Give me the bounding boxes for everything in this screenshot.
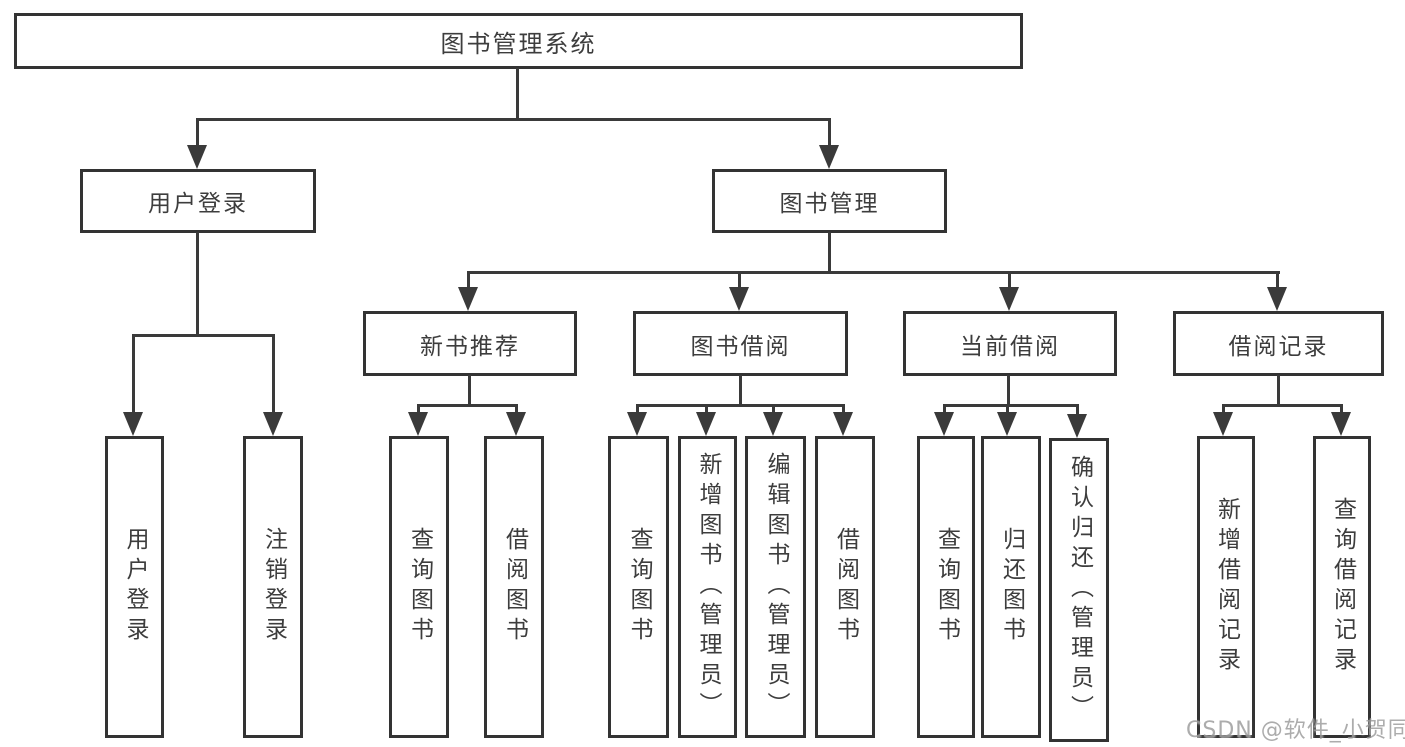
node-book-borrowing: 图书借阅 (633, 311, 848, 376)
connector-vertical (1076, 404, 1079, 416)
connector-vertical (196, 118, 199, 148)
arrow-down-icon (763, 412, 783, 436)
leaf-bb-borrow-books: 借阅图书 (815, 436, 875, 738)
arrow-down-icon (458, 287, 478, 311)
node-label: 查询图书 (626, 527, 652, 647)
node-label: 借阅图书 (501, 527, 528, 647)
node-label: 确认归还（管理员） (1066, 455, 1093, 725)
node-label: 图书借阅 (690, 333, 791, 360)
connector-vertical (828, 118, 831, 148)
node-new-book-recommendation: 新书推荐 (363, 311, 577, 376)
leaf-bb-query-books: 查询图书 (608, 436, 669, 738)
node-label: 查询图书 (933, 527, 960, 647)
connector-horizontal (417, 404, 518, 407)
arrow-down-icon (1267, 287, 1287, 311)
connector-vertical (705, 404, 708, 416)
node-label: 借阅图书 (832, 527, 859, 647)
connector-vertical (1008, 271, 1011, 289)
arrow-down-icon (999, 287, 1019, 311)
connector-vertical (1340, 404, 1343, 416)
connector-vertical (828, 232, 831, 273)
arrow-down-icon (263, 412, 283, 436)
node-label: 新书推荐 (420, 333, 520, 360)
connector-vertical (468, 375, 471, 406)
node-label: 当前借阅 (960, 333, 1060, 360)
arrow-down-icon (506, 412, 526, 436)
connector-horizontal (196, 118, 831, 121)
connector-vertical (516, 68, 519, 120)
connector-vertical (772, 404, 775, 416)
leaf-bb-add-books-admin: 新增图书（管理员） (678, 436, 737, 738)
node-label: 编辑图书（管理员） (763, 452, 789, 722)
leaf-br-query-record: 查询借阅记录 (1313, 436, 1371, 738)
connector-vertical (272, 334, 275, 414)
connector-vertical (739, 375, 742, 406)
leaf-nb-borrow-books: 借阅图书 (484, 436, 544, 738)
leaf-br-add-record: 新增借阅记录 (1197, 436, 1255, 738)
arrow-down-icon (1213, 412, 1233, 436)
node-label: 借阅记录 (1228, 333, 1329, 360)
arrow-down-icon (408, 412, 428, 436)
node-label: 归还图书 (998, 527, 1025, 647)
leaf-bb-edit-books-admin: 编辑图书（管理员） (745, 436, 806, 738)
arrow-down-icon (1067, 414, 1087, 438)
connector-vertical (417, 404, 420, 416)
connector-horizontal (132, 334, 275, 337)
connector-vertical (1222, 404, 1225, 416)
connector-vertical (1006, 404, 1009, 416)
node-label: 用户登录 (148, 191, 248, 217)
arrow-down-icon (997, 412, 1017, 436)
connector-vertical (467, 271, 470, 289)
arrow-down-icon (1331, 412, 1351, 436)
leaf-cb-return-books: 归还图书 (981, 436, 1041, 738)
node-label: 图书管理系统 (440, 29, 597, 58)
node-label: 新增图书（管理员） (695, 452, 721, 722)
arrow-down-icon (696, 412, 716, 436)
node-label: 图书管理 (779, 191, 880, 217)
connector-vertical (1277, 375, 1280, 406)
arrow-down-icon (729, 287, 749, 311)
node-user-login: 用户登录 (80, 169, 316, 233)
arrow-down-icon (627, 412, 647, 436)
node-book-management: 图书管理 (712, 169, 947, 233)
connector-vertical (196, 232, 199, 336)
node-label: 查询图书 (406, 527, 433, 647)
arrow-down-icon (187, 145, 207, 169)
node-label: 查询借阅记录 (1329, 497, 1356, 677)
leaf-cb-confirm-return-admin: 确认归还（管理员） (1049, 438, 1109, 742)
connector-horizontal (943, 404, 1079, 407)
node-label: 新增借阅记录 (1213, 497, 1240, 677)
connector-vertical (132, 334, 135, 414)
arrow-down-icon (833, 412, 853, 436)
connector-vertical (1007, 375, 1010, 406)
connector-horizontal (1222, 404, 1343, 407)
arrow-down-icon (123, 412, 143, 436)
node-label: 用户登录 (122, 527, 148, 647)
node-library-management-system: 图书管理系统 (14, 13, 1023, 69)
node-label: 注销登录 (260, 527, 287, 647)
csdn-watermark: CSDN @软件_小贺同学 (1186, 718, 1405, 743)
connector-vertical (738, 271, 741, 289)
arrow-down-icon (934, 412, 954, 436)
connector-horizontal (636, 404, 845, 407)
leaf-logout: 注销登录 (243, 436, 303, 738)
leaf-cb-query-books: 查询图书 (917, 436, 975, 738)
node-borrowing-records: 借阅记录 (1173, 311, 1384, 376)
leaf-user-login: 用户登录 (105, 436, 164, 738)
node-current-borrowing: 当前借阅 (903, 311, 1117, 376)
connector-vertical (1276, 271, 1279, 289)
arrow-down-icon (819, 145, 839, 169)
connector-vertical (943, 404, 946, 416)
connector-horizontal (467, 271, 1280, 274)
leaf-nb-query-books: 查询图书 (389, 436, 449, 738)
connector-vertical (515, 404, 518, 416)
connector-vertical (636, 404, 639, 416)
connector-vertical (842, 404, 845, 416)
